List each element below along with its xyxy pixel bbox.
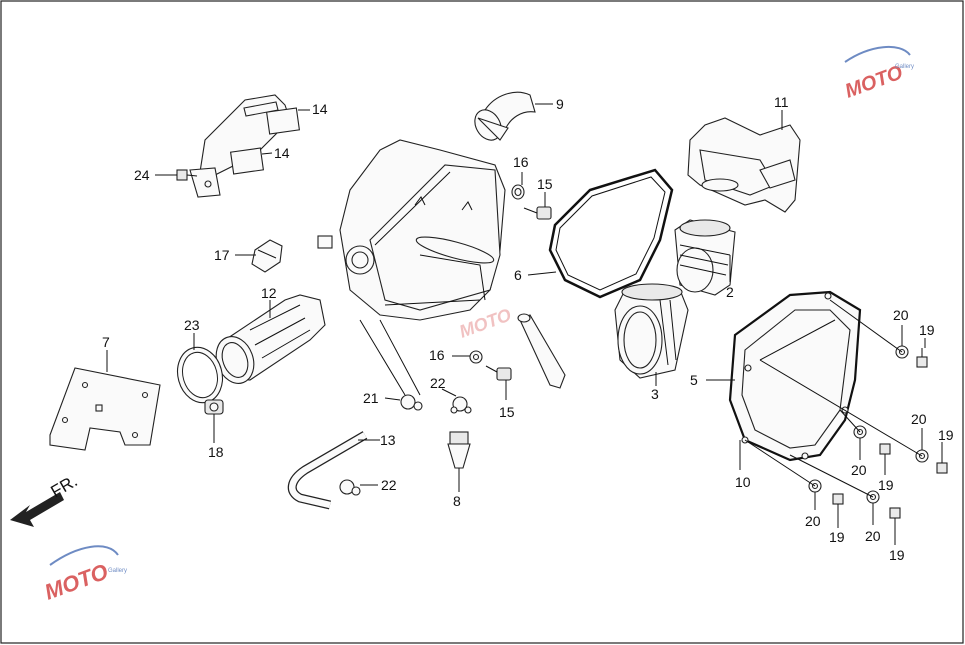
label-part-19-c: 19 bbox=[938, 427, 954, 443]
watermark-sub: Gallery bbox=[895, 64, 914, 70]
label-part-20-b: 20 bbox=[851, 462, 867, 478]
washer-part-16-bottom bbox=[469, 350, 483, 364]
label-part-22-bottom: 22 bbox=[381, 477, 397, 493]
label-part-2: 2 bbox=[726, 284, 734, 300]
label-part-20-a: 20 bbox=[893, 307, 909, 323]
label-part-12: 12 bbox=[261, 285, 277, 301]
front-arrow-icon bbox=[10, 492, 64, 527]
label-part-22-top: 22 bbox=[430, 375, 446, 391]
label-part-19-d: 19 bbox=[829, 529, 845, 545]
label-part-19-b: 19 bbox=[878, 477, 894, 493]
gasket-part-6 bbox=[548, 168, 674, 299]
label-part-20-c: 20 bbox=[911, 411, 927, 427]
label-part-14-upper: 14 bbox=[312, 101, 328, 117]
label-part-17: 17 bbox=[214, 247, 230, 263]
screw-part-19-e bbox=[889, 507, 901, 530]
label-part-21: 21 bbox=[363, 390, 379, 406]
screw-part-19-c bbox=[936, 450, 948, 474]
drain-tube-part-13 bbox=[287, 431, 368, 510]
watermark-logo-bottom: MOTO Gallery bbox=[41, 545, 127, 605]
washer-part-16-top bbox=[511, 184, 525, 200]
o-ring-part-22-top bbox=[450, 396, 472, 414]
label-part-23: 23 bbox=[184, 317, 200, 333]
label-part-15-top: 15 bbox=[537, 176, 553, 192]
watermark-sub: Gallery bbox=[108, 568, 127, 574]
elbow-duct-part-9 bbox=[474, 91, 553, 141]
cover-part-10 bbox=[728, 290, 862, 462]
filter-element-part-3 bbox=[614, 283, 689, 379]
label-part-8: 8 bbox=[453, 493, 461, 509]
label-part-16-bottom: 16 bbox=[429, 347, 445, 363]
o-ring-part-22-bottom bbox=[339, 479, 361, 496]
label-part-16-top: 16 bbox=[513, 154, 529, 170]
label-part-19-e: 19 bbox=[889, 547, 905, 563]
intake-cover-part-11 bbox=[687, 110, 801, 213]
label-part-13: 13 bbox=[380, 432, 396, 448]
label-part-19-a: 19 bbox=[919, 322, 935, 338]
watermark-logo-top: MOTO Gallery bbox=[842, 45, 914, 103]
label-part-3: 3 bbox=[651, 386, 659, 402]
air-cleaner-case-part-1 bbox=[317, 139, 506, 321]
screw-part-18 bbox=[204, 399, 224, 415]
watermark-text: MOTO bbox=[41, 559, 111, 605]
label-part-20-d: 20 bbox=[805, 513, 821, 529]
screw-part-19-a bbox=[916, 348, 928, 368]
label-part-24: 24 bbox=[134, 167, 150, 183]
screw-part-19-d bbox=[832, 493, 844, 515]
screw-part-15-top bbox=[523, 206, 552, 220]
screw-part-19-b bbox=[879, 443, 891, 465]
intake-boot-part-12 bbox=[215, 294, 326, 384]
bracket-part-14 bbox=[189, 94, 301, 198]
label-part-10: 10 bbox=[735, 474, 751, 490]
label-part-7: 7 bbox=[102, 334, 110, 350]
clip-part-17 bbox=[251, 239, 283, 273]
clamp-part-23 bbox=[176, 346, 224, 404]
o-ring-part-21 bbox=[400, 394, 423, 411]
label-part-5: 5 bbox=[690, 372, 698, 388]
label-part-6: 6 bbox=[514, 267, 522, 283]
label-part-15-bottom: 15 bbox=[499, 404, 515, 420]
breather-tube bbox=[517, 313, 566, 389]
plug-part-8 bbox=[447, 431, 471, 469]
plate-part-7 bbox=[49, 367, 161, 451]
label-part-11: 11 bbox=[774, 94, 789, 110]
label-part-20-e: 20 bbox=[865, 528, 881, 544]
label-part-18: 18 bbox=[208, 444, 224, 460]
filter-element-part-2 bbox=[674, 219, 736, 296]
label-part-14-lower: 14 bbox=[274, 145, 290, 161]
label-part-9: 9 bbox=[556, 96, 564, 112]
screw-part-15-bottom bbox=[485, 365, 512, 381]
